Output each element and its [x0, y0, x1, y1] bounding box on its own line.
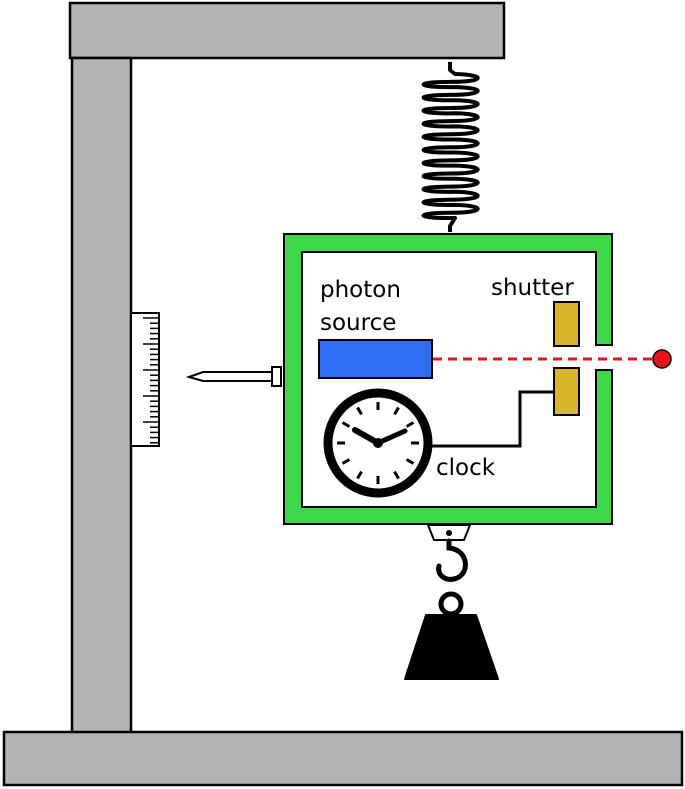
shutter-label: shutter — [491, 275, 574, 301]
clock-icon — [323, 388, 433, 498]
weight-icon — [404, 591, 499, 680]
photon-source — [318, 339, 433, 379]
hook-icon — [426, 524, 472, 582]
shutter-upper — [553, 301, 580, 347]
ruler-scale-icon — [130, 312, 160, 447]
photon-box — [283, 233, 613, 525]
photon-dot-icon — [652, 349, 672, 369]
photon-source-label-line2: source — [320, 310, 396, 336]
spring-icon — [421, 62, 480, 232]
pointer-needle-icon — [185, 366, 282, 387]
frame-top-beam — [68, 1, 506, 60]
clock-wire — [430, 390, 554, 448]
photon-source-label-line1: photon — [320, 277, 401, 303]
box-walls — [283, 233, 613, 525]
frame-vertical-post — [70, 56, 133, 735]
shutter-lower — [553, 367, 580, 416]
frame-base — [2, 730, 684, 787]
clock-label: clock — [436, 455, 496, 481]
